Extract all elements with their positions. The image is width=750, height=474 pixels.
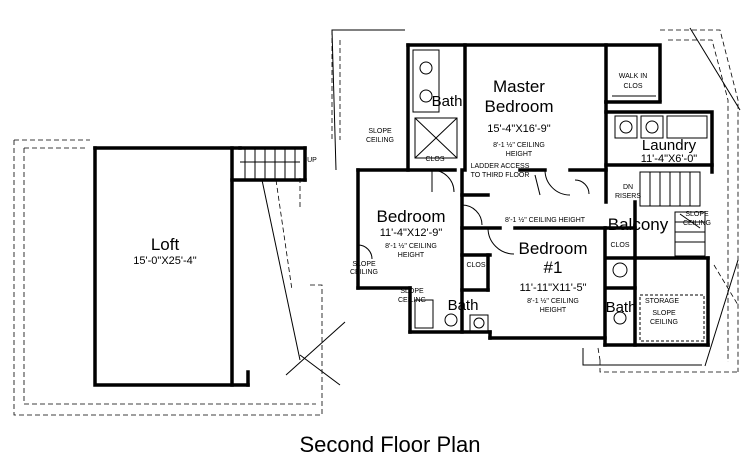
- stair-up-label: UP: [307, 157, 317, 164]
- bedroom-1-name-line2: #1: [544, 258, 563, 277]
- master-bedroom-ceiling-line1: 8'-1 ½" CEILING: [493, 141, 545, 149]
- master-closet-label: CLOS: [425, 156, 444, 163]
- walk-in-closet-line1: WALK IN: [619, 73, 648, 80]
- annotations: WALK IN CLOS SLOPE CEILING UP CLOS LADDE…: [307, 73, 711, 326]
- laundry-name: Laundry: [642, 137, 697, 154]
- walk-in-closet-line2: CLOS: [623, 83, 642, 90]
- slope-ceiling-bath-line2: CEILING: [398, 297, 426, 304]
- bedroom-1-ceiling-line2: HEIGHT: [540, 307, 567, 314]
- roof-outlines: [13, 29, 739, 416]
- bedroom-1-ceiling-line1: 8'-1 ½" CEILING: [527, 297, 579, 305]
- slope-ceiling-bath-line1: SLOPE: [400, 288, 424, 295]
- loft-dim: 15'-0"X25'-4": [133, 255, 196, 267]
- loft-name: Loft: [151, 235, 180, 254]
- bedroom-1-name-line1: Bedroom: [519, 239, 588, 258]
- middle-closet-label: CLOS: [466, 262, 485, 269]
- middle-bath-name: Bath: [448, 297, 479, 314]
- laundry-dim: 11'-4"X6'-0": [641, 153, 698, 165]
- room-labels: Master Bedroom 15'-4"X16'-9" 8'-1 ½" CEI…: [133, 77, 697, 316]
- slope-ceiling-balcony-line2: CEILING: [683, 220, 711, 227]
- slope-ceiling-master-line2: CEILING: [366, 137, 394, 144]
- slope-ceiling-right-line2: CEILING: [650, 319, 678, 326]
- hall-ceiling-height: 8'-1 ½" CEILING HEIGHT: [505, 216, 586, 224]
- plan-caption: Second Floor Plan: [300, 432, 481, 457]
- slope-ceiling-master-line1: SLOPE: [368, 128, 392, 135]
- bedroom-2-ceiling-line1: 8'-1 ½" CEILING: [385, 242, 437, 250]
- master-bedroom-dim: 15'-4"X16'-9": [487, 123, 550, 135]
- thin-lines: [261, 27, 741, 386]
- master-bedroom-ceiling-line2: HEIGHT: [506, 151, 533, 158]
- ladder-access-line2: TO THIRD FLOOR: [471, 172, 530, 179]
- slope-ceiling-balcony-line1: SLOPE: [685, 211, 709, 218]
- right-closet-label: CLOS: [610, 242, 629, 249]
- ladder-access-line1: LADDER ACCESS: [471, 163, 530, 170]
- slope-ceiling-left-line2: CEILING: [350, 269, 378, 276]
- stair-down-line1: DN: [623, 184, 633, 191]
- stair-down-line2: RISERS: [615, 193, 641, 200]
- interior-details: [240, 49, 708, 342]
- master-bedroom-name-line1: Master: [493, 77, 545, 96]
- bedroom-2-ceiling-line2: HEIGHT: [398, 252, 425, 259]
- slope-ceiling-left-line1: SLOPE: [352, 261, 376, 268]
- balcony-name: Balcony: [608, 215, 669, 234]
- master-bedroom-name-line2: Bedroom: [485, 97, 554, 116]
- bedroom-2-dim: 11'-4"X12'-9": [380, 227, 443, 239]
- bedroom-2-name: Bedroom: [377, 207, 446, 226]
- storage-label: STORAGE: [645, 298, 679, 305]
- bedroom-1-dim: 11'-11"X11'-5": [519, 282, 586, 294]
- master-bath-name: Bath: [432, 93, 463, 110]
- walls-thick: [93, 43, 714, 387]
- slope-ceiling-right-line1: SLOPE: [652, 310, 676, 317]
- right-bath-name: Bath: [606, 299, 637, 316]
